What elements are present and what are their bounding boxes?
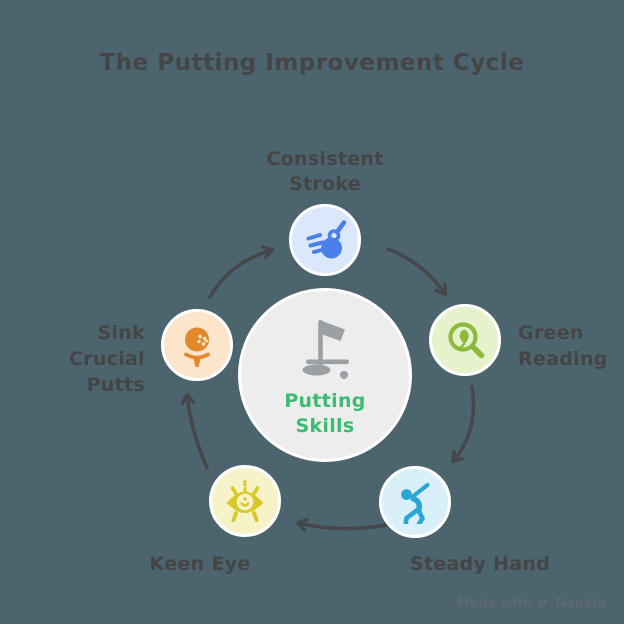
pendulum-stroke-icon bbox=[306, 220, 347, 259]
diagram-title: The Putting Improvement Cycle bbox=[99, 50, 525, 76]
golfer-swing-icon bbox=[401, 483, 430, 524]
watermark-prefix: Made with bbox=[457, 595, 533, 610]
node-steady-hand bbox=[379, 466, 451, 538]
node-label-steady-hand: Steady Hand bbox=[409, 553, 551, 575]
arrow-left-to-top bbox=[208, 245, 275, 299]
center-node-label: Putting Skills bbox=[284, 390, 366, 437]
ball-on-tee-icon bbox=[184, 327, 210, 367]
arrow-top-to-right bbox=[386, 247, 447, 297]
node-keen-eye bbox=[209, 465, 281, 537]
node-label-consistent-stroke: Consistent Stroke bbox=[266, 148, 384, 195]
node-consistent-stroke bbox=[289, 204, 361, 276]
watermark: Made with Napkin bbox=[457, 595, 606, 610]
napkin-logo-icon bbox=[538, 596, 549, 609]
arrow-bottom-left-to-left bbox=[180, 392, 209, 470]
node-label-keen-eye: Keen Eye bbox=[149, 553, 251, 575]
eye-ball-icon bbox=[226, 480, 264, 522]
magnifier-leaf-icon bbox=[448, 322, 485, 359]
arrow-bottom-right-to-bottom-left bbox=[295, 517, 388, 532]
node-label-green-reading: Green Reading bbox=[518, 322, 608, 370]
center-node-putting-skills: Putting Skills bbox=[238, 288, 412, 462]
golf-flag-icon bbox=[302, 320, 349, 379]
node-label-sink-crucial-putts: Sink Crucial Putts bbox=[68, 322, 145, 396]
node-sink-crucial-putts bbox=[161, 309, 233, 381]
watermark-brand: Napkin bbox=[555, 595, 606, 610]
arrow-right-to-bottom-right bbox=[450, 385, 476, 464]
node-green-reading bbox=[429, 304, 501, 376]
